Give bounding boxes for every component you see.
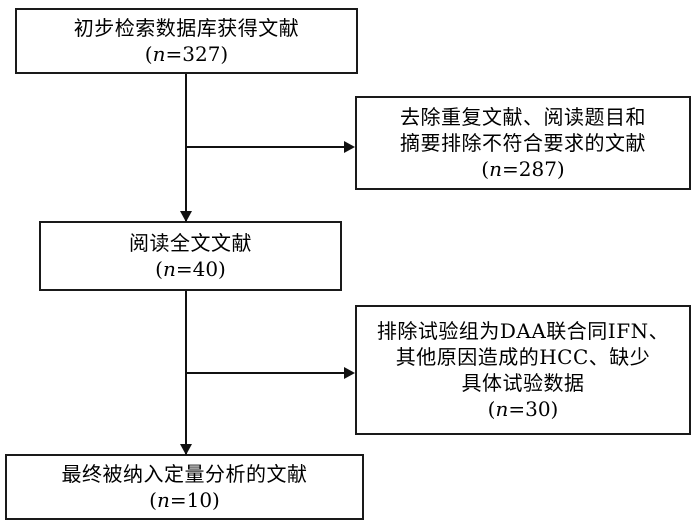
count-value: =10) (169, 488, 220, 512)
count-variable-n: n (495, 397, 509, 421)
connector-branch-to-excluded-duplicates (185, 146, 353, 148)
count-variable-n: n (489, 157, 502, 181)
count-variable-n: n (162, 257, 176, 281)
flow-node-fulltext-review-count: (n=40) (155, 256, 226, 282)
flow-node-final-included-line-1: 最终被纳入定量分析的文献 (61, 462, 308, 486)
arrowhead-down-to-fulltext-review (180, 211, 192, 222)
flow-node-fulltext-review: 阅读全文文献 (n=40) (39, 221, 342, 291)
flow-node-final-included-count: (n=10) (149, 487, 220, 513)
connector-initial-to-fulltext (185, 74, 187, 222)
flow-node-excluded-criteria-line-1: 排除试验组为DAA联合同IFN、 (376, 319, 670, 343)
arrowhead-right-to-excluded-duplicates (344, 141, 355, 153)
count-value: =30) (508, 397, 559, 421)
count-value: =287) (501, 157, 565, 181)
arrowhead-down-to-final-included (180, 444, 192, 455)
flow-node-excluded-duplicates-count: (n=287) (481, 156, 564, 182)
count-variable-n: n (152, 42, 166, 66)
flow-node-fulltext-review-line-1: 阅读全文文献 (129, 231, 252, 255)
flow-node-initial-records-count: (n=327) (145, 41, 228, 67)
count-paren-open: ( (481, 157, 490, 181)
count-paren-open: ( (149, 488, 157, 512)
connector-branch-to-excluded-criteria (185, 372, 353, 374)
flow-node-excluded-criteria: 排除试验组为DAA联合同IFN、 其他原因造成的HCC、缺少 具体试验数据 (n… (355, 305, 691, 435)
arrowhead-right-to-excluded-criteria (344, 367, 355, 379)
flow-node-excluded-duplicates-line-2: 摘要排除不符合要求的文献 (400, 131, 646, 155)
count-paren-open: ( (155, 257, 163, 281)
flow-node-excluded-duplicates: 去除重复文献、阅读题目和 摘要排除不符合要求的文献 (n=287) (355, 96, 691, 190)
count-paren-open: ( (487, 397, 496, 421)
count-variable-n: n (156, 488, 170, 512)
count-value: =327) (165, 42, 229, 66)
flow-node-initial-records-line-1: 初步检索数据库获得文献 (73, 16, 300, 40)
flow-node-final-included: 最终被纳入定量分析的文献 (n=10) (5, 454, 364, 520)
count-value: =40) (175, 257, 226, 281)
flow-node-excluded-criteria-line-2: 其他原因造成的HCC、缺少 (395, 345, 651, 369)
flow-node-excluded-criteria-line-3: 具体试验数据 (461, 371, 585, 395)
flow-node-excluded-duplicates-line-1: 去除重复文献、阅读题目和 (400, 105, 646, 129)
flow-node-excluded-criteria-count: (n=30) (488, 396, 559, 422)
count-paren-open: ( (144, 42, 153, 66)
flow-node-initial-records: 初步检索数据库获得文献 (n=327) (15, 8, 358, 74)
